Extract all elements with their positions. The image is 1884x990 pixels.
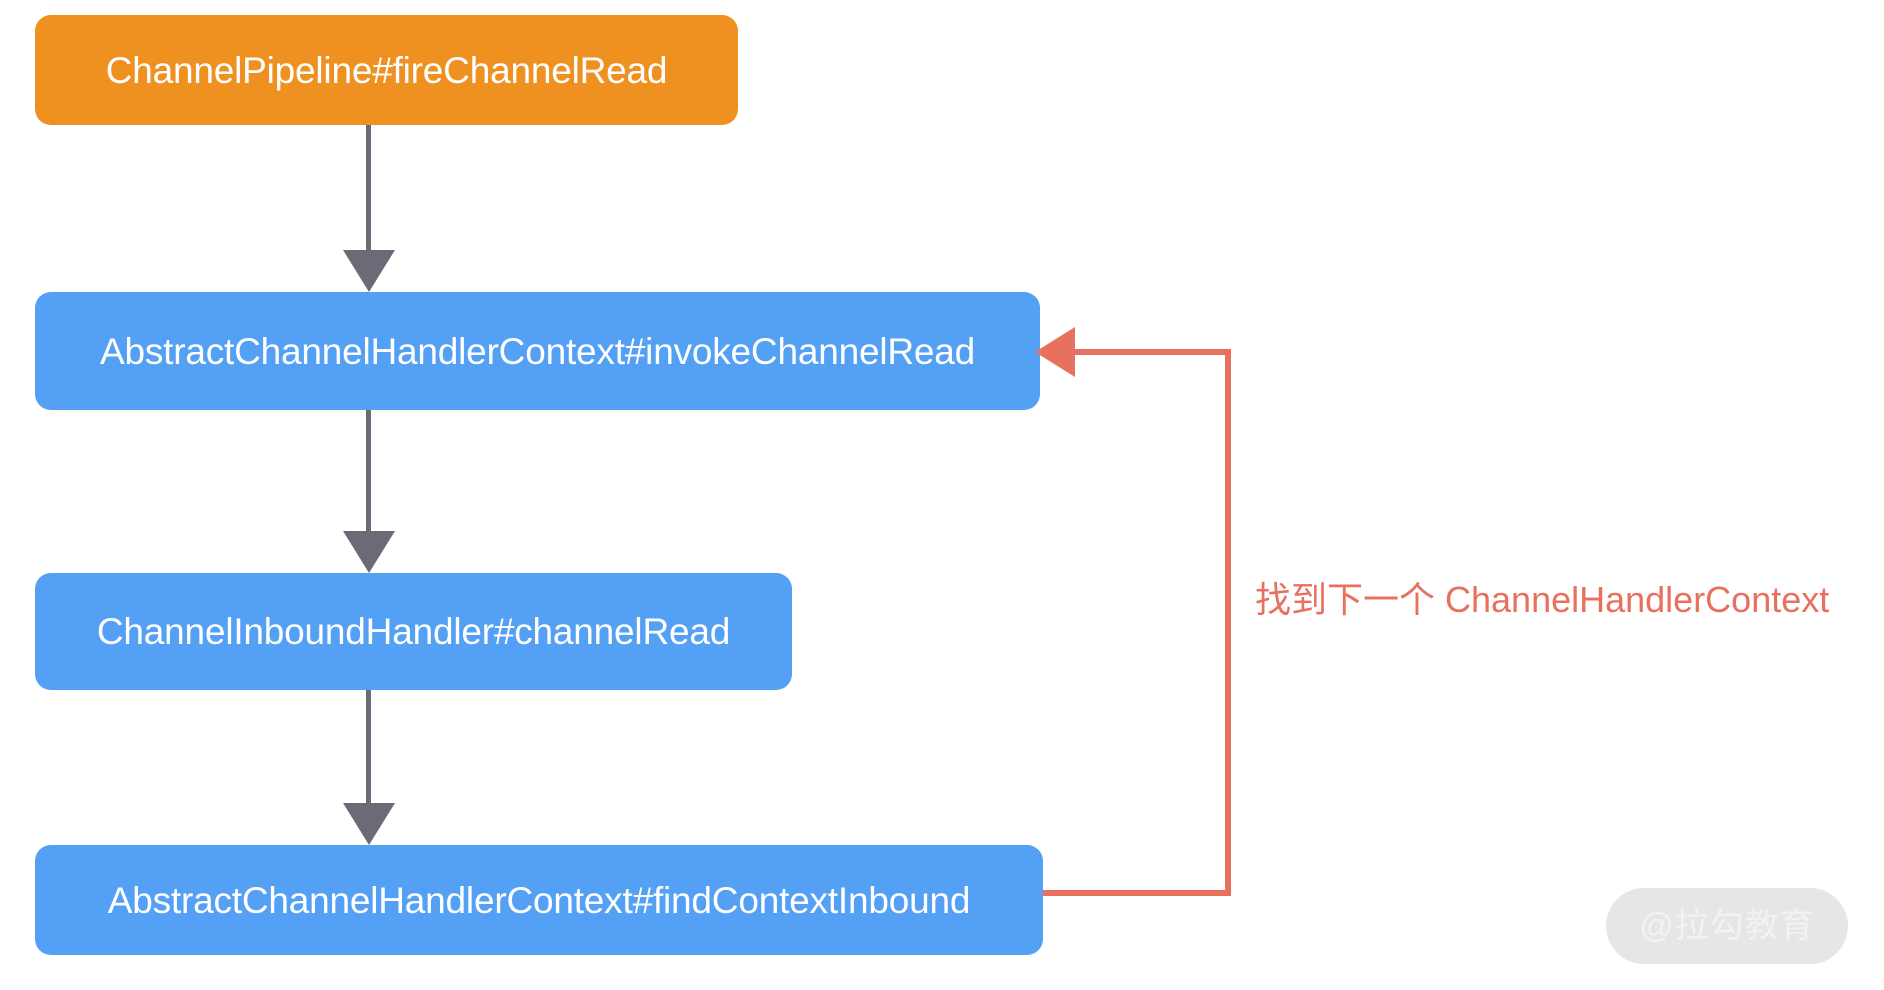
- feedback-edge-arrowhead-icon: [1035, 327, 1075, 377]
- watermark-badge: @拉勾教育: [1606, 888, 1848, 964]
- feedback-edge-vertical-segment: [1225, 352, 1231, 896]
- feedback-edge-top-segment: [1072, 349, 1231, 355]
- edge-3-arrowhead-icon: [343, 803, 395, 845]
- watermark-text: @拉勾教育: [1639, 907, 1815, 945]
- node-invoke-channel-read[interactable]: AbstractChannelHandlerContext#invokeChan…: [35, 292, 1040, 410]
- node-channel-inbound-handler-channel-read[interactable]: ChannelInboundHandler#channelRead: [35, 573, 792, 690]
- edge-2-arrowhead-icon: [343, 531, 395, 573]
- edge-3-line: [366, 690, 371, 807]
- feedback-edge-label: 找到下一个 ChannelHandlerContext: [1255, 579, 1830, 620]
- edge-1-arrowhead-icon: [343, 250, 395, 292]
- edge-1-line: [366, 125, 371, 255]
- feedback-edge-bottom-segment: [1043, 890, 1231, 896]
- node-find-context-inbound[interactable]: AbstractChannelHandlerContext#findContex…: [35, 845, 1043, 955]
- node-fire-channel-read[interactable]: ChannelPipeline#fireChannelRead: [35, 15, 738, 125]
- edge-2-line: [366, 410, 371, 533]
